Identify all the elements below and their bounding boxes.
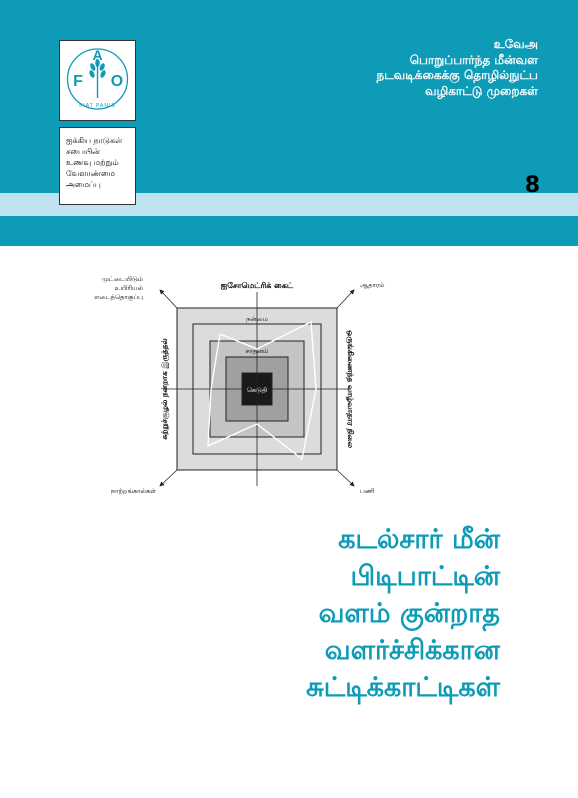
corner-top-right-label: ஆதாரம்	[360, 281, 385, 289]
axis-arrow-bottom-right	[336, 469, 355, 487]
series-title-line: வழிகாட்டு முறைகள்	[424, 83, 538, 98]
org-line: அமைப்பு	[66, 180, 101, 189]
level-label-poor: கெடுதி	[247, 386, 268, 394]
header-band-lower	[0, 216, 578, 246]
logo-letter-f: F	[73, 73, 83, 90]
organization-box: ஐக்கிய நாடுகள் சபையின் உணவு மற்றும் வேளா…	[59, 127, 136, 205]
series-title-line: உவேஅ	[493, 37, 538, 51]
diagram-left-label: சுற்றுச்சூழல் நன்றாக இருத்தல்	[160, 338, 170, 440]
header-stripe	[0, 193, 578, 216]
title-line: வளர்ச்சிக்கான	[324, 635, 500, 666]
title-line: சுட்டிக்காட்டிகள்	[306, 672, 500, 703]
kite-polygon	[207, 320, 317, 461]
wheat-ear-icon	[89, 59, 106, 98]
axis-arrow-top-right	[336, 289, 355, 309]
issue-number: 8	[524, 173, 540, 198]
series-title: உவேஅ பொறுப்பார்ந்த மீன்வள நடவடிக்கைக்கு …	[377, 37, 539, 99]
corner-top-left-label: முட்டையிடும்	[102, 275, 144, 283]
corner-bottom-right-label: பணி	[360, 487, 375, 495]
corner-top-left-label: எடைத்தொகுப்பு	[94, 293, 143, 303]
corner-bottom-left-label: நாற்றங்கால்கள்	[111, 487, 157, 495]
title-line: கடல்சார் மீன்	[338, 524, 500, 555]
org-line: சபையின்	[66, 147, 100, 156]
org-line: உணவு மற்றும்	[66, 158, 119, 167]
org-line: ஐக்கிய நாடுகள்	[66, 136, 123, 145]
isometric-kite-diagram: ஐசோமெட்ரிக் கைட் நன்மை சாதனம் கெடுதி சுற…	[80, 264, 400, 514]
level-label-fair: சாதனம்	[246, 347, 270, 355]
level-label-good: நன்மை	[246, 315, 269, 323]
axis-arrow-bottom-left	[159, 469, 178, 487]
logo-letter-a: A	[92, 47, 102, 63]
fao-logo: F A O FIAT PANIS	[59, 40, 136, 121]
fao-wheat-logo-icon: F A O FIAT PANIS	[66, 47, 129, 110]
series-title-line: பொறுப்பார்ந்த மீன்வள	[409, 52, 538, 67]
series-title-line: நடவடிக்கைக்கு தொழில்நுட்ப	[376, 68, 539, 82]
title-line: பிடிபாட்டின்	[350, 561, 500, 592]
corner-top-left-label: உயிரியல்	[115, 284, 144, 292]
title-line: வளம் குன்றாத	[318, 598, 500, 629]
diagram-top-label: ஐசோமெட்ரிக் கைட்	[221, 281, 294, 291]
logo-motto: FIAT PANIS	[79, 103, 115, 109]
org-line: வேளாண்மை	[66, 169, 115, 178]
diagram-right-label: ஒருங்கிணைந்த வாழ்வாதார நிலை	[345, 330, 355, 449]
logo-letter-o: O	[111, 73, 123, 90]
document-title: கடல்சார் மீன் பிடிபாட்டின் வளம் குன்றாத …	[306, 521, 500, 706]
axis-arrow-top-left	[159, 289, 178, 309]
